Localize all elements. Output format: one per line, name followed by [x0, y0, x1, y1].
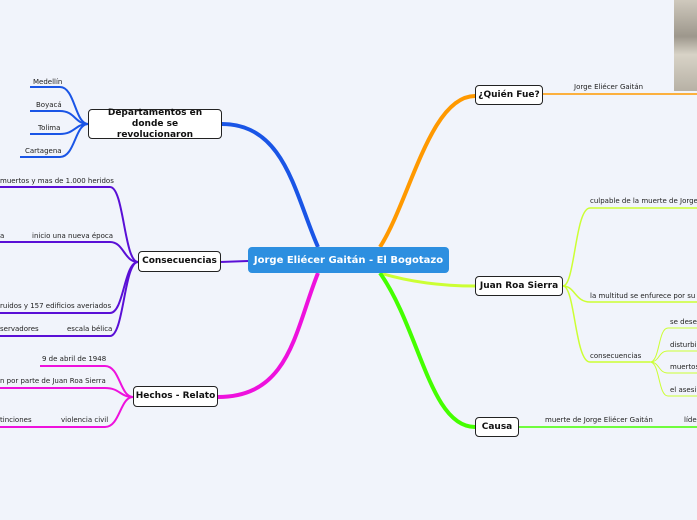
- label-boyaca: Boyacá: [36, 101, 62, 109]
- label-tolima: Tolima: [38, 124, 61, 132]
- label-tinciones: tinciones: [0, 416, 32, 424]
- label-disturbi: disturbi: [670, 341, 697, 349]
- label-el-asesi: el asesi: [670, 386, 697, 394]
- label-culpable: culpable de la muerte de Jorge: [590, 197, 697, 205]
- node-consecuencias[interactable]: Consecuencias: [138, 251, 221, 272]
- label-lide: líde: [684, 416, 697, 424]
- label-servadores: servadores: [0, 325, 39, 333]
- label-jorge-eliecer-gaitan: Jorge Eliécer Gaitán: [574, 83, 644, 91]
- label-cartagena: Cartagena: [25, 147, 62, 155]
- central-topic[interactable]: Jorge Eliécer Gaitán - El Bogotazo: [248, 247, 449, 273]
- label-edificios: ruidos y 157 edificios averiados: [0, 302, 112, 310]
- label-a: a: [0, 232, 5, 240]
- node-hechos-relato[interactable]: Hechos - Relato: [133, 386, 218, 407]
- label-nueva-epoca: inicio una nueva época: [32, 232, 114, 240]
- node-juan-roa-sierra[interactable]: Juan Roa Sierra: [475, 276, 563, 296]
- label-violencia-civil: violencia civil: [61, 416, 109, 424]
- label-roa-consecuencias: consecuencias: [590, 352, 642, 360]
- label-juan-roa-sierra: n por parte de Juan Roa Sierra: [0, 377, 106, 385]
- label-escala-belica: escala bélica: [67, 325, 113, 333]
- gaitan-photo: [674, 0, 697, 91]
- label-muerte-gaitan: muerte de Jorge Eliécer Gaitán: [545, 416, 653, 424]
- label-muertos-heridos: muertos y mas de 1.000 heridos: [0, 177, 114, 185]
- label-9-abril-1948: 9 de abril de 1948: [42, 355, 107, 363]
- node-quien-fue[interactable]: ¿Quién Fue?: [475, 85, 543, 105]
- label-medellin: Medellín: [33, 78, 63, 86]
- label-se-dese: se dese: [670, 318, 697, 326]
- label-muertos: muertos: [670, 363, 697, 371]
- label-multitud: la multitud se enfurece por su: [590, 292, 696, 300]
- node-causa[interactable]: Causa: [475, 417, 519, 437]
- node-departamentos[interactable]: Departamentos en donde se revolucionaron: [88, 108, 222, 140]
